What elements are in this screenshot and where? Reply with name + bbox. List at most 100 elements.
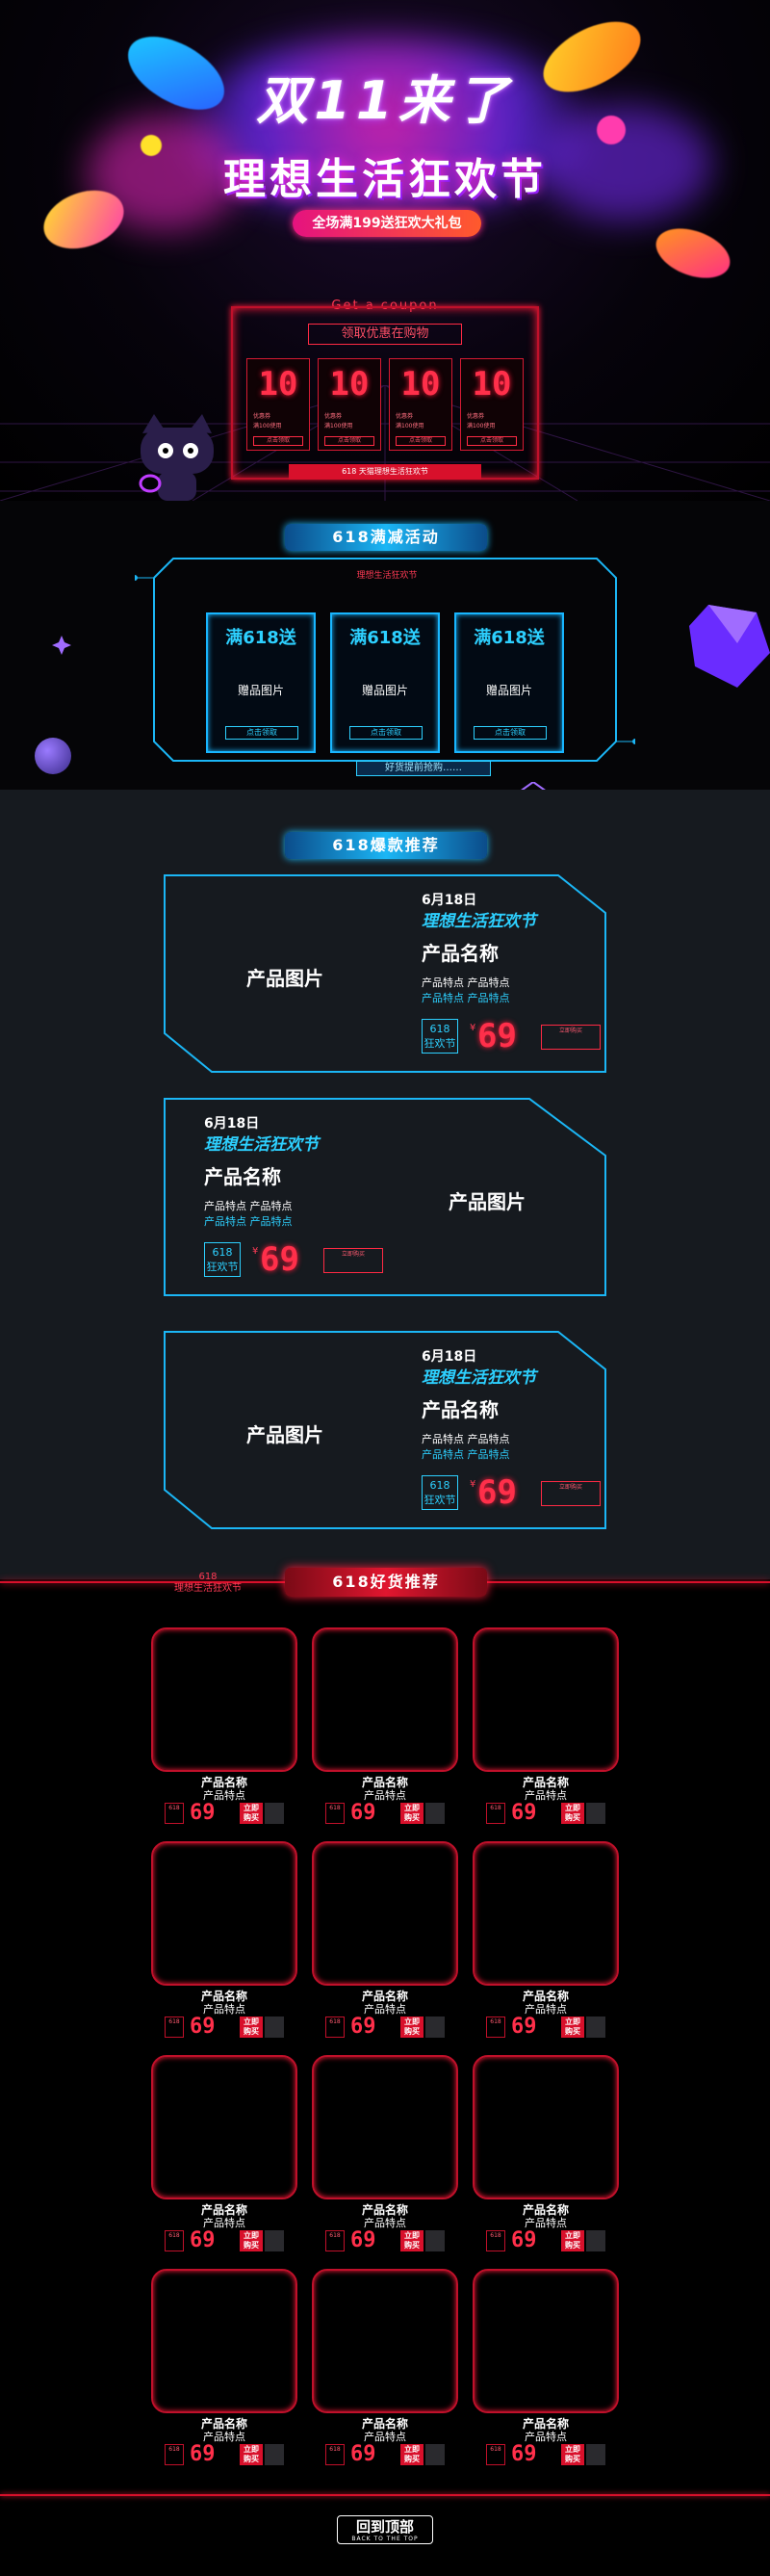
- goods-buy-button[interactable]: 立即购买: [561, 2017, 584, 2038]
- hero-promo-pill[interactable]: 全场满199送狂欢大礼包: [293, 210, 481, 237]
- goods-name: 产品名称: [522, 1990, 569, 2003]
- gift-image-placeholder: 赠品图片: [361, 684, 408, 697]
- cart-icon[interactable]: [425, 1803, 445, 1824]
- reduction-claim-button[interactable]: 点击领取: [349, 726, 423, 740]
- back-to-top-label: 回到顶部: [355, 2518, 414, 2536]
- goods-image-frame[interactable]: [151, 1627, 297, 1772]
- hot-product-card[interactable]: 产品图片 6月18日 理想生活狂欢节 产品名称 产品特点 产品特点 产品特点 产…: [164, 874, 606, 1073]
- goods-image-frame[interactable]: [312, 2269, 458, 2413]
- coupon-value: 10: [258, 365, 298, 403]
- goods-image-frame[interactable]: [151, 1841, 297, 1986]
- buy-now-button[interactable]: 立即购买: [541, 1481, 601, 1506]
- cart-icon[interactable]: [265, 2230, 284, 2251]
- hero-splash-right: [539, 106, 712, 221]
- buy-now-button[interactable]: 立即购买: [323, 1248, 383, 1273]
- cart-icon[interactable]: [425, 2444, 445, 2465]
- coupon-card[interactable]: 10 优惠券 满100使用 点击领取: [460, 358, 524, 451]
- goods-618-logo: 618: [165, 1803, 184, 1824]
- buy-line1: 立即: [404, 1804, 420, 1812]
- goods-image-frame[interactable]: [312, 1627, 458, 1772]
- back-to-top-button[interactable]: 回到顶部 BACK TO THE TOP: [337, 2515, 433, 2544]
- reduction-card[interactable]: 满618送 赠品图片 点击领取: [330, 612, 440, 753]
- purple-gem-icon: [689, 605, 770, 688]
- goods-buy-button[interactable]: 立即购买: [400, 2230, 424, 2251]
- goods-buy-button[interactable]: 立即购买: [240, 2230, 263, 2251]
- cart-icon[interactable]: [586, 2444, 605, 2465]
- buy-line1: 立即: [244, 2231, 259, 2240]
- coupon-claim-button[interactable]: 点击领取: [253, 436, 303, 446]
- goods-buy-button[interactable]: 立即购买: [240, 2444, 263, 2465]
- reduction-claim-button[interactable]: 点击领取: [225, 726, 298, 740]
- coupon-card[interactable]: 10 优惠券 满100使用 点击领取: [389, 358, 452, 451]
- goods-feature: 产品特点: [364, 2217, 406, 2229]
- hot-product-card[interactable]: 产品图片 6月18日 理想生活狂欢节 产品名称 产品特点 产品特点 产品特点 产…: [164, 1331, 606, 1529]
- goods-name: 产品名称: [200, 1990, 247, 2003]
- buy-line1: 立即: [565, 2231, 580, 2240]
- goods-image-frame[interactable]: [151, 2055, 297, 2199]
- cart-icon[interactable]: [586, 2230, 605, 2251]
- goods-buy-button[interactable]: 立即购买: [561, 1803, 584, 1824]
- goods-tag: 618好货推荐: [285, 1568, 487, 1597]
- goods-price: 69: [350, 2228, 376, 2252]
- reduction-footer: 好货提前抢购……: [356, 761, 491, 776]
- goods-name: 产品名称: [361, 2203, 408, 2217]
- hot-product-card[interactable]: 6月18日 理想生活狂欢节 产品名称 产品特点 产品特点 产品特点 产品特点 6…: [164, 1098, 606, 1296]
- goods-image-frame[interactable]: [473, 1841, 619, 1986]
- product-features-alt: 产品特点 产品特点: [204, 1215, 293, 1228]
- goods-buy-button[interactable]: 立即购买: [240, 1803, 263, 1824]
- cart-icon[interactable]: [265, 2444, 284, 2465]
- goods-name: 产品名称: [200, 2417, 247, 2431]
- coupon-line1: 优惠券: [253, 413, 271, 420]
- coupon-claim-button[interactable]: 点击领取: [467, 436, 517, 446]
- hot-card-frame: [164, 874, 606, 1073]
- goods-price: 69: [190, 1801, 216, 1825]
- logo-line2: 狂欢节: [424, 1037, 456, 1050]
- goods-image-frame[interactable]: [473, 2269, 619, 2413]
- goods-buy-button[interactable]: 立即购买: [240, 2017, 263, 2038]
- buy-line2: 购买: [565, 2241, 580, 2250]
- goods-618-logo: 618: [486, 1803, 505, 1824]
- reduction-card[interactable]: 满618送 赠品图片 点击领取: [206, 612, 316, 753]
- goods-image-frame[interactable]: [473, 1627, 619, 1772]
- goods-name: 产品名称: [200, 2203, 247, 2217]
- coupon-card[interactable]: 10 优惠券 满100使用 点击领取: [318, 358, 381, 451]
- cart-icon[interactable]: [586, 1803, 605, 1824]
- buy-line2: 购买: [404, 2241, 420, 2250]
- orange-blob: [649, 219, 737, 288]
- coupon-claim-button[interactable]: 点击领取: [396, 436, 446, 446]
- goods-buy-button[interactable]: 立即购买: [400, 2444, 424, 2465]
- event-date: 6月18日: [422, 1349, 477, 1365]
- cart-icon[interactable]: [425, 2230, 445, 2251]
- buy-line1: 立即: [244, 2017, 259, 2026]
- purple-orb: [35, 738, 71, 774]
- festival-name: 理想生活狂欢节: [204, 1135, 319, 1155]
- badge-line1: 618: [198, 1572, 218, 1582]
- product-price: 69: [477, 1017, 517, 1055]
- goods-image-frame[interactable]: [312, 1841, 458, 1986]
- goods-buy-button[interactable]: 立即购买: [400, 1803, 424, 1824]
- reduction-card[interactable]: 满618送 赠品图片 点击领取: [454, 612, 564, 753]
- coupon-claim-button[interactable]: 点击领取: [324, 436, 374, 446]
- cart-icon[interactable]: [265, 1803, 284, 1824]
- goods-buy-button[interactable]: 立即购买: [561, 2444, 584, 2465]
- goods-image-frame[interactable]: [312, 2055, 458, 2199]
- goods-buy-button[interactable]: 立即购买: [400, 2017, 424, 2038]
- goods-618-logo: 618: [165, 2017, 184, 2038]
- buy-line1: 立即: [404, 2017, 420, 2026]
- cart-icon[interactable]: [586, 2017, 605, 2038]
- goods-image-frame[interactable]: [473, 2055, 619, 2199]
- buy-now-button[interactable]: 立即购买: [541, 1025, 601, 1050]
- goods-name: 产品名称: [522, 2203, 569, 2217]
- hot-section: [0, 790, 770, 1579]
- reduction-claim-button[interactable]: 点击领取: [474, 726, 547, 740]
- cart-icon[interactable]: [425, 2017, 445, 2038]
- product-features-alt: 产品特点 产品特点: [422, 992, 510, 1004]
- goods-price: 69: [350, 2015, 376, 2039]
- logo-line1: 618: [212, 1246, 233, 1259]
- coupon-line1: 优惠券: [324, 413, 343, 420]
- goods-buy-button[interactable]: 立即购买: [561, 2230, 584, 2251]
- goods-618-logo: 618: [165, 2230, 184, 2251]
- cart-icon[interactable]: [265, 2017, 284, 2038]
- goods-image-frame[interactable]: [151, 2269, 297, 2413]
- coupon-card[interactable]: 10 优惠券 满100使用 点击领取: [246, 358, 310, 451]
